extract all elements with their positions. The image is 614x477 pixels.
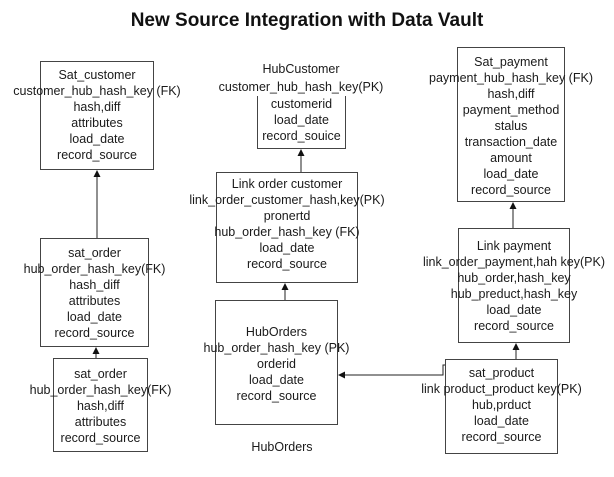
connector-sat-product-to-link-payment <box>512 343 520 359</box>
connector-sat-order-lower-to-upper <box>92 347 100 358</box>
field: hub,prduct <box>471 398 532 412</box>
entity-name: HubOrders <box>245 325 308 339</box>
connector-hub-orders-to-link-order-customer <box>281 283 289 300</box>
field: payment_hub_hash_key (FK) <box>429 71 593 85</box>
diagram-title: New Source Integration with Data Vault <box>130 10 484 31</box>
field: customerid <box>270 97 333 111</box>
field: payment_method <box>462 103 560 117</box>
field: load_date <box>69 132 125 146</box>
arrowhead-icon <box>281 283 289 290</box>
entity-name: Sat_payment <box>474 55 548 69</box>
hub-customer-key: customer_hub_hash_key(PK) <box>218 80 384 94</box>
field: hash_diff <box>69 278 120 292</box>
field: load_date <box>249 373 304 387</box>
field: attributes <box>74 415 127 429</box>
entity-hub-customer: customerid load_date record_souice <box>257 96 346 149</box>
entity-link-payment: Link payment link_order_payment,hah key(… <box>423 228 605 343</box>
field: attributes <box>71 116 123 130</box>
field: load_date <box>474 414 529 428</box>
field: stalus <box>494 119 528 133</box>
field: pronertd <box>263 209 311 223</box>
entity-name: sat_order <box>68 246 121 260</box>
entity-name: Link order customer <box>231 177 343 191</box>
field: link product_product key(PK) <box>421 382 582 396</box>
hub-orders-caption: HubOrders <box>251 440 313 454</box>
field: transaction_date <box>464 135 558 149</box>
field: record_source <box>461 430 542 444</box>
field: load_date <box>259 241 315 255</box>
entity-sat-order-lower: sat_order hub_order_hash_key(FK) hash,di… <box>30 358 171 452</box>
field: load_date <box>67 310 122 324</box>
field: link_order_payment,hah key(PK) <box>422 255 606 269</box>
field: link_order_customer_hash,key(PK) <box>189 193 385 207</box>
connector-link-payment-to-sat-payment <box>509 202 517 228</box>
entity-name: sat_order <box>74 367 127 381</box>
field: record_source <box>236 389 317 403</box>
arrowhead-icon <box>92 347 100 354</box>
entity-link-order-customer: Link order customer link_order_customer_… <box>189 172 385 283</box>
field: hash,diff <box>73 100 121 114</box>
entity-name: sat_product <box>468 366 535 380</box>
field: record_source <box>57 148 137 162</box>
connector-link-order-customer-to-hub-customer <box>297 149 305 172</box>
field: record_souice <box>262 129 341 143</box>
field: orderid <box>257 357 296 371</box>
field: record_source <box>247 257 327 271</box>
entity-name: Sat_customer <box>58 68 136 82</box>
arrowhead-icon <box>512 343 520 350</box>
field: record_source <box>474 319 554 333</box>
field: hash,diff <box>487 87 535 101</box>
field: record_source <box>471 183 551 197</box>
field: attributes <box>68 294 121 308</box>
entity-hub-orders: HubOrders hub_order_hash_key (PK) orderi… <box>204 300 349 425</box>
entity-sat-payment: Sat_payment payment_hub_hash_key (FK) ha… <box>429 47 593 202</box>
field: hash,diff <box>76 399 125 413</box>
field: record_source <box>54 326 135 340</box>
field: hub_order_hash_key(FK) <box>23 262 166 276</box>
entity-sat-product: sat_product link product_product key(PK)… <box>421 359 582 454</box>
field: amount <box>490 151 532 165</box>
arrowhead-icon <box>297 149 305 156</box>
field: hub_preduct,hash_key <box>450 287 578 301</box>
field: customer_hub_hash_key (FK) <box>13 84 181 98</box>
field: load_date <box>483 167 539 181</box>
field: hub_order_hash_key (FK) <box>214 225 360 239</box>
connector-sat-order-to-sat-customer <box>93 170 101 238</box>
entity-sat-customer: Sat_customer customer_hub_hash_key (FK) … <box>13 61 181 170</box>
entity-sat-order-upper: sat_order hub_order_hash_key(FK) hash_di… <box>24 238 165 347</box>
entity-name-hub-customer: HubCustomer <box>262 62 340 76</box>
field: hub_order,hash_key <box>457 271 571 285</box>
field: hub_order_hash_key (PK) <box>203 341 350 355</box>
entity-name: Link payment <box>476 239 552 253</box>
arrowhead-icon <box>93 170 101 177</box>
field: load_date <box>274 113 329 127</box>
field: hub_order_hash_key(FK) <box>29 383 172 397</box>
arrowhead-icon <box>509 202 517 209</box>
field: load_date <box>486 303 542 317</box>
field: record_source <box>60 431 141 445</box>
